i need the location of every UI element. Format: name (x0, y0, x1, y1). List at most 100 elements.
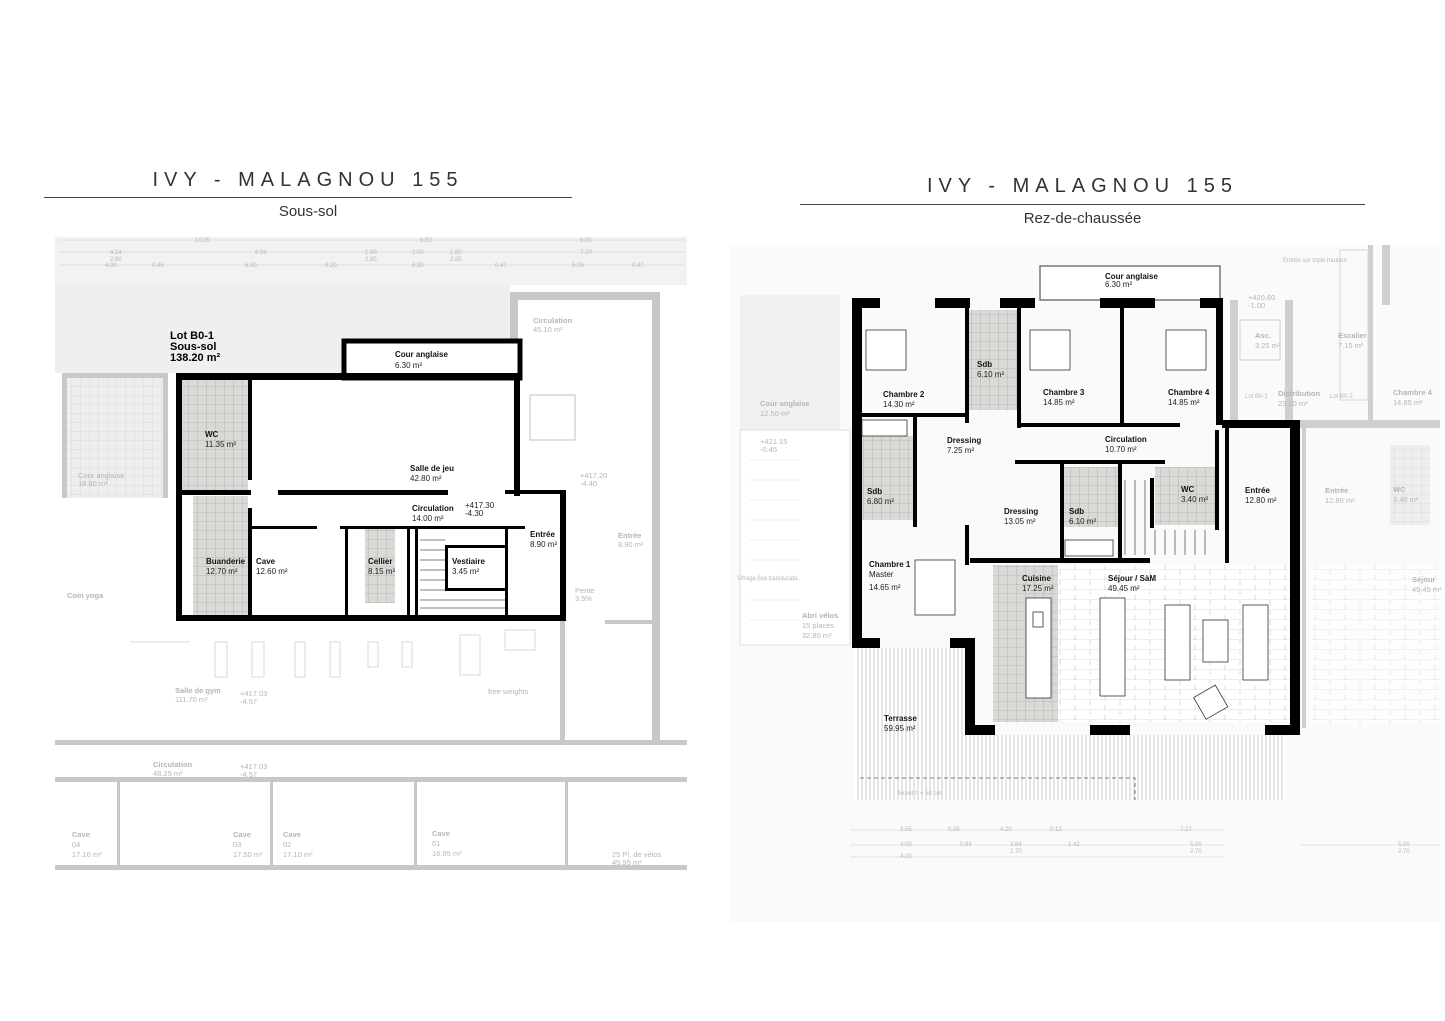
plan-label: Sdb (1069, 507, 1084, 516)
plan-label: 1.80 (365, 250, 377, 256)
plan-label: Cave (432, 829, 450, 838)
plan-label: 2.85 (365, 257, 377, 263)
plan-label: Escalier (1338, 331, 1367, 340)
plan-label: 1.42 (1068, 842, 1080, 848)
plan-label: free weights (488, 687, 529, 696)
plan-label: Chambre 1 (869, 560, 911, 569)
plan-label: +421.15 (760, 437, 787, 446)
plan-label: 6.30 (412, 263, 424, 269)
plan-label: Cave (256, 557, 276, 566)
plan-label: 14.85 m² (1393, 398, 1423, 407)
plan-label: 17.25 m² (1022, 584, 1054, 593)
left-plan-title: IVY - MALAGNOU 155 (152, 169, 464, 191)
plan-label: 17.10 m² (72, 850, 102, 859)
context-walls (1230, 245, 1440, 728)
plan-label: 14.85 m² (1043, 398, 1075, 407)
furniture (861, 329, 1269, 720)
plan-label: 7.15 m² (1338, 341, 1364, 350)
left-title-rule (44, 197, 572, 198)
plan-label: 10.95 (195, 238, 211, 244)
plan-label: 16.95 m² (432, 849, 462, 858)
plan-label: 11.35 m² (205, 440, 236, 449)
plan-label: -4.40 (580, 479, 597, 488)
plan-label: Circulation (533, 316, 573, 325)
plan-label: 48.25 m² (153, 769, 183, 778)
plan-label: 7.25 m² (947, 446, 974, 455)
plan-label: 1.80 (450, 250, 462, 256)
plan-label: Master (869, 570, 894, 579)
plan-label: Cellier (368, 557, 392, 566)
plan-label: Entrée (1245, 486, 1270, 495)
plan-label: 7.27 (1180, 827, 1192, 833)
plan-label: +420.60 (1248, 293, 1275, 302)
plan-label: Circulation (412, 504, 454, 513)
plan-label: 8.90 m² (618, 540, 644, 549)
plan-label: 12.70 m² (206, 567, 238, 576)
plan-label: 3.5% (575, 594, 592, 603)
plan-label: Dressing (1004, 507, 1038, 516)
plan-label: 32.80 m² (802, 631, 832, 640)
right-title-rule (800, 204, 1365, 205)
plan-label: Vestiaire (452, 557, 485, 566)
plan-label: 5.00 (1190, 842, 1202, 848)
plan-label: 138.20 m² (170, 352, 220, 364)
dimension-band (55, 237, 687, 285)
plan-label: Salle de gym (175, 686, 221, 695)
plan-label: +417.03 (240, 762, 267, 771)
plan-label: 5.00 (1398, 842, 1410, 848)
plan-label: 4.14 (110, 250, 122, 256)
plan-label: 10.70 m² (1105, 445, 1137, 454)
plan-label: 45.95 m² (612, 858, 642, 867)
plan-label: 13.05 m² (1004, 517, 1036, 526)
plan-label: 02 (283, 840, 291, 849)
plan-label: 3.64 (1010, 842, 1022, 848)
plan-label: 49.45 m² (1108, 584, 1140, 593)
plan-label: 0.20 (325, 263, 337, 269)
plan-label: 2.00 (412, 250, 424, 256)
plan-label: 03 (233, 840, 241, 849)
plan-label: Sous-sol (170, 341, 216, 353)
plan-label: 4.00 (105, 263, 117, 269)
dimension-lines (60, 239, 685, 266)
plan-label: 14.65 m² (869, 583, 901, 592)
plan-label: 0.47 (495, 263, 507, 269)
gym-equipment-icons (130, 629, 536, 678)
plan-label: Cuisine (1022, 574, 1051, 583)
plan-label: Cour anglaise (78, 471, 124, 480)
plan-label: 12.60 m² (256, 567, 288, 576)
plan-label: Chambre 3 (1043, 388, 1085, 397)
plan-label: 3.40 m² (1181, 495, 1208, 504)
plan-label: -4.57 (240, 770, 257, 779)
lot-walls (852, 298, 1300, 735)
right-plan-title: IVY - MALAGNOU 155 (926, 175, 1239, 197)
plan-label: Sdb (867, 487, 882, 496)
plan-label: 42.80 m² (410, 474, 442, 483)
plan-label: Cave (233, 830, 251, 839)
plan-label: Sdb (977, 360, 992, 369)
plan-label: 111.70 m² (175, 695, 208, 704)
plan-label: Lot B0-1 (1245, 394, 1268, 400)
plan-label: +417.03 (240, 689, 267, 698)
plan-label: 15 places (802, 621, 834, 630)
plan-label: 7.20 (580, 250, 592, 256)
plan-label: 14.85 m² (1168, 398, 1200, 407)
stairs (420, 539, 505, 609)
plan-label: Abri vélos (802, 611, 838, 620)
plan-label: Entrée (1325, 486, 1348, 495)
plan-label: Buanderie (206, 557, 246, 566)
stairs (1124, 480, 1206, 555)
plan-label: Dressing (947, 436, 981, 445)
plan-label: 0.13 (1050, 827, 1062, 833)
plan-label: Cour anglaise (760, 399, 810, 408)
plan-label: 4.00 (900, 842, 912, 848)
plan-label: 49.45 m² (1412, 585, 1442, 594)
plan-label: Vitrage fixe translucide (737, 576, 798, 582)
plan-label: 18.80 m² (78, 479, 108, 488)
plan-label: Cour anglaise (1105, 272, 1158, 281)
plan-label: Cave (283, 830, 301, 839)
plan-label: 8.90 m² (530, 540, 557, 549)
